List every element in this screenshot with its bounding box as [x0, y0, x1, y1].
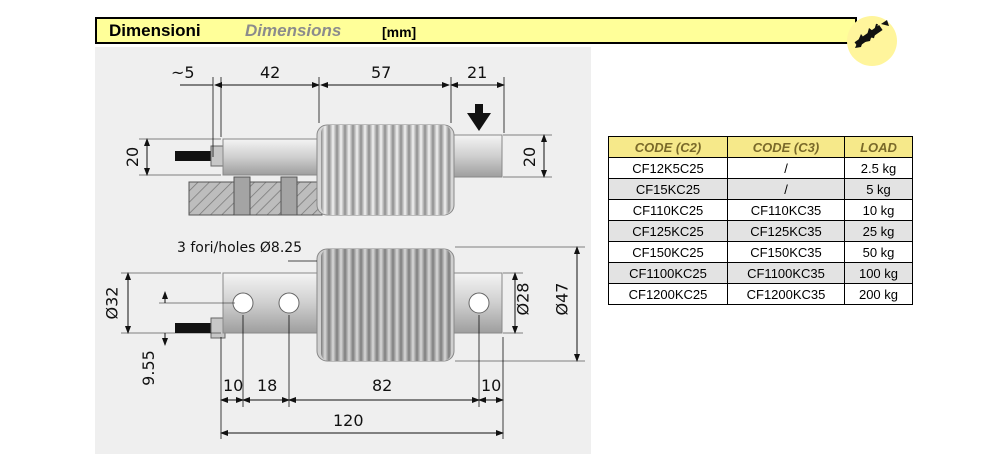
cell-code-c3: CF110KC35 — [727, 199, 845, 221]
unit-label: [mm] — [382, 24, 417, 40]
table-row: CF1200KC25 CF1200KC35 200 kg — [608, 283, 913, 305]
cell-code-c3: CF1200KC35 — [727, 283, 845, 305]
cell-code-c3: CF1100KC35 — [727, 262, 845, 284]
dim-height-right: 20 — [520, 146, 540, 168]
dim-10-right: 10 — [481, 376, 502, 395]
cell-load: 200 kg — [844, 283, 913, 305]
dim-18: 18 — [257, 376, 278, 395]
table-row: CF110KC25 CF110KC35 10 kg — [608, 199, 913, 221]
load-code-table: CODE (C2) CODE (C3) LOAD CF12K5C25 / 2.5… — [608, 136, 913, 305]
col-header-load: LOAD — [844, 136, 913, 158]
cell-code-c3: CF150KC35 — [727, 241, 845, 263]
dim-42: 42 — [260, 63, 281, 82]
cell-code-c2: CF1200KC25 — [608, 283, 728, 305]
cell-code-c2: CF1100KC25 — [608, 262, 728, 284]
dim-120: 120 — [333, 411, 364, 430]
table-row: CF12K5C25 / 2.5 kg — [608, 157, 913, 179]
dim-82: 82 — [372, 376, 393, 395]
section-header-bar: Dimensioni Dimensions [mm] — [95, 17, 857, 44]
section-subtitle: Dimensions — [245, 21, 342, 40]
dim-dia-32: Ø32 — [102, 286, 122, 320]
col-header-code-c3: CODE (C3) — [727, 136, 845, 158]
table-header-row: CODE (C2) CODE (C3) LOAD — [608, 136, 913, 158]
dim-height-left: 20 — [123, 146, 143, 168]
cell-load: 2.5 kg — [844, 157, 913, 179]
cell-code-c3: / — [727, 178, 845, 200]
down-arrow-icon — [467, 104, 491, 131]
dim-21: 21 — [467, 63, 488, 82]
table-row: CF125KC25 CF125KC35 25 kg — [608, 220, 913, 242]
cell-code-c3: CF125KC35 — [727, 220, 845, 242]
dim-9-55: 9.55 — [138, 350, 158, 386]
cell-load: 50 kg — [844, 241, 913, 263]
table-row: CF150KC25 CF150KC35 50 kg — [608, 241, 913, 263]
cell-code-c2: CF12K5C25 — [608, 157, 728, 179]
cell-load: 10 kg — [844, 199, 913, 221]
cell-load: 5 kg — [844, 178, 913, 200]
table-row: CF1100KC25 CF1100KC35 100 kg — [608, 262, 913, 284]
dim-dia-47: Ø47 — [552, 282, 572, 316]
table-row: CF15KC25 / 5 kg — [608, 178, 913, 200]
mounting-bolt — [233, 176, 298, 216]
section-title: Dimensioni — [109, 21, 201, 40]
cell-code-c2: CF15KC25 — [608, 178, 728, 200]
caliper-icon — [847, 16, 897, 66]
dim-dia-28: Ø28 — [513, 282, 533, 316]
bellows-ribs-top — [321, 125, 451, 215]
technical-drawing: ~5 42 57 21 20 20 3 fori/holes Ø8.25 Ø32… — [95, 47, 591, 454]
cell-load: 100 kg — [844, 262, 913, 284]
bellows-ribs-bottom — [321, 249, 451, 361]
col-header-code-c2: CODE (C2) — [608, 136, 728, 158]
dim-10-left: 10 — [223, 376, 244, 395]
cell-code-c2: CF125KC25 — [608, 220, 728, 242]
cell-code-c2: CF110KC25 — [608, 199, 728, 221]
dim-57: 57 — [371, 63, 392, 82]
cell-load: 25 kg — [844, 220, 913, 242]
holes-note: 3 fori/holes Ø8.25 — [177, 240, 303, 256]
mounting-holes — [232, 292, 300, 314]
cell-code-c3: / — [727, 157, 845, 179]
dim-approx5: ~5 — [171, 63, 195, 82]
cell-code-c2: CF150KC25 — [608, 241, 728, 263]
